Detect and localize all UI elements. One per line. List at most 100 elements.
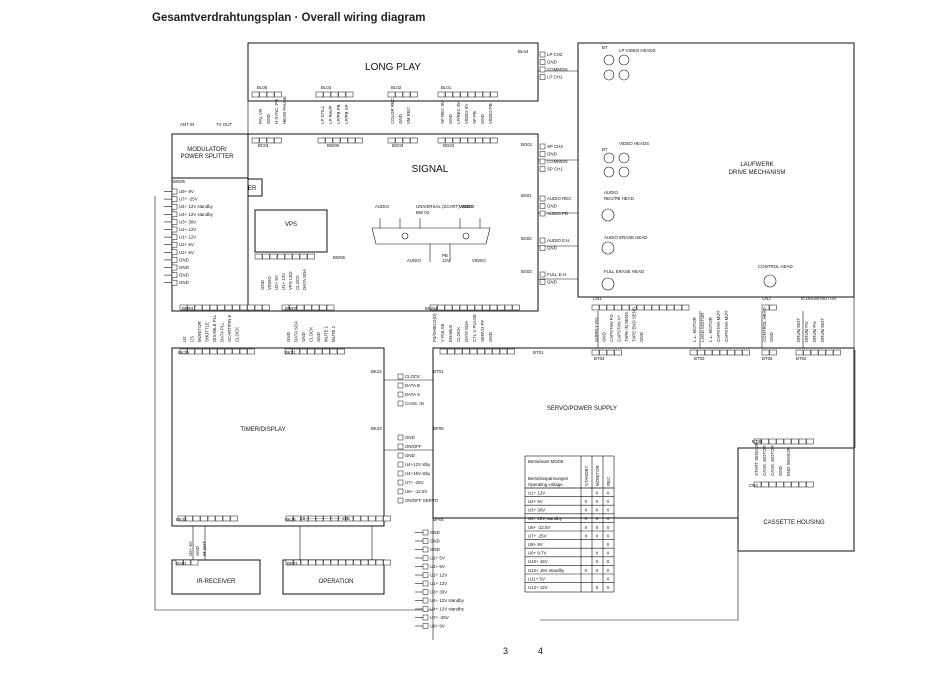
pin-bw06 — [269, 253, 278, 260]
pin-bw08 — [325, 137, 333, 144]
pin-bg03 — [395, 137, 403, 144]
conn-bt06: BT06 — [762, 356, 773, 361]
pin-label-bl04: LP CH2 — [547, 52, 563, 57]
pin-bt02 — [818, 349, 826, 356]
header-label-bk20: CS — [190, 336, 195, 342]
pin-label-bk23: ON/OFF — [405, 444, 422, 449]
pin-bk01 — [383, 559, 391, 566]
pin-label-bp04: U4+ 12V standby — [430, 598, 465, 603]
pin-bp04 — [422, 546, 429, 553]
pin-bk01 — [345, 559, 354, 566]
pin-bk24 — [185, 515, 193, 522]
pin-cn1 — [644, 304, 652, 311]
operation-bus-label: 1B-------------------------16B — [300, 516, 350, 521]
pin-bw05 — [171, 203, 178, 210]
pin-label-bp04: GND — [430, 547, 440, 552]
header-label-bw04: GND — [488, 332, 493, 342]
conn-bc01: BC01 — [258, 143, 270, 148]
pin-bt01 — [439, 348, 448, 355]
pin-bl03 — [330, 91, 339, 98]
pin-label-bk22: CASS. IN — [405, 401, 424, 406]
pin-bl03 — [345, 91, 354, 98]
pin-bw04 — [482, 304, 490, 311]
conn-bk24: BK24 — [176, 517, 187, 522]
pin-bk24 — [222, 515, 231, 522]
scart-wires — [379, 218, 481, 262]
table-cell-mark: X — [607, 508, 610, 513]
conn-bp05: BP05 — [433, 426, 444, 431]
header-label-bw07: GND — [301, 332, 306, 342]
table-cell-mark: X — [607, 525, 610, 530]
pin-label-bp04: U2+ 5V — [430, 556, 445, 561]
connector-bars — [175, 91, 841, 566]
pin-bw05 — [171, 226, 178, 233]
ant-in-label: ANT IN — [180, 122, 194, 127]
pin-bl01 — [437, 91, 446, 98]
table-cell-mark: X — [596, 568, 599, 573]
table-subheader-1: Betriebsspannungen — [528, 476, 569, 481]
scart-pin-a — [401, 232, 409, 240]
header-label-bw04: ENABLE — [448, 325, 453, 342]
header-label-ba01: IR OUT — [202, 541, 207, 556]
table-col-header: STANDBY — [584, 466, 589, 486]
full-erase-head-label: FULL ERASE HEAD — [604, 269, 644, 274]
header-label-vps: VPS LED — [288, 271, 293, 290]
pin-bg02 — [452, 137, 461, 144]
pin-label-bk22: DATA B — [405, 383, 420, 388]
pin-bk20 — [194, 348, 203, 355]
header-label-bt05: START SENSOR — [754, 442, 759, 476]
header-label-bl01: LP/REC 9V — [456, 101, 461, 124]
pin-bp04 — [422, 563, 429, 570]
pin-bk22 — [397, 382, 404, 389]
table-cell-mark: X — [596, 516, 599, 521]
pin-bw05 — [171, 257, 178, 263]
audio-label-bottom: AUDIO — [407, 258, 421, 263]
pin-bk21 — [322, 348, 330, 355]
header-label-bl01: VIDEO PB — [488, 103, 493, 124]
pin-bt05 — [761, 438, 769, 445]
pin-bt05 — [768, 438, 777, 445]
pin-bg02 — [475, 137, 483, 144]
pin-bl05 — [259, 91, 267, 98]
pin-bl05 — [266, 91, 275, 98]
pin-label-bs01: GND — [547, 204, 557, 209]
pin-bk22 — [397, 400, 404, 407]
header-label-bw04: CLOCK — [456, 327, 461, 342]
conn-bk22: BK22 — [371, 369, 382, 374]
pin-bg03 — [402, 137, 411, 144]
table-cell-mark: X — [607, 542, 610, 547]
conn-bt04: BT04 — [594, 356, 605, 361]
pin-label-bp04: U4+ 12V standby — [430, 607, 465, 612]
pin-label-bw05: U3+ 30V — [179, 219, 196, 224]
pin-bw01 — [187, 304, 195, 311]
pin-bk20 — [232, 348, 240, 355]
pin-label-bg01: SP CH2 — [547, 144, 563, 149]
pin-bw04 — [452, 304, 460, 311]
pin-bw08 — [355, 137, 363, 144]
conn-bt02: BT02 — [796, 356, 807, 361]
pb-12v-label: 12V — [442, 258, 450, 263]
pin-cn1 — [651, 304, 660, 311]
pin-bk25 — [353, 515, 361, 522]
table-cell-mark: X — [596, 499, 599, 504]
pin-bk23 — [397, 479, 404, 486]
pin-bl01 — [460, 91, 468, 98]
pin-bt01 — [507, 348, 515, 355]
pin-bw04 — [474, 304, 483, 311]
pin-bk22 — [397, 373, 404, 380]
pin-bl02 — [410, 91, 418, 98]
conn-bs02: BS02 — [521, 236, 532, 241]
pin-label-bk23: GND — [405, 453, 415, 458]
pin-bw07 — [326, 304, 335, 311]
pin-label-bg01: COMMON — [547, 159, 568, 164]
pin-bw08 — [340, 137, 348, 144]
drive-label-en: DRIVE MECHANISM — [729, 170, 786, 176]
pin-bk20 — [202, 348, 210, 355]
pin-bt05 — [806, 438, 814, 445]
header-label-ba01: U2+ 5V — [188, 541, 193, 556]
pin-bk25 — [338, 515, 346, 522]
header-label-bw07: MUTE 2 — [331, 325, 336, 342]
pin-bl03 — [338, 91, 346, 98]
pin-label-bs02: AUDIO E.H. — [547, 238, 571, 243]
pin-bw06 — [307, 253, 315, 260]
